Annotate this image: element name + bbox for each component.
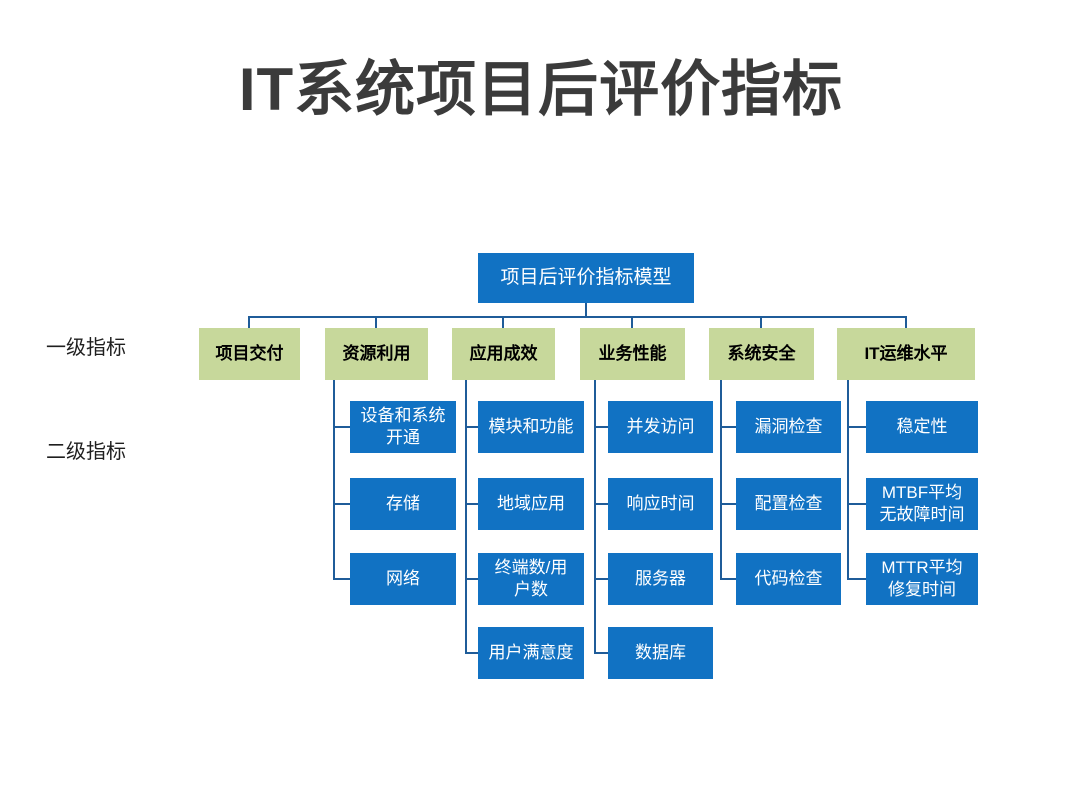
level2-box-configuration-check: 配置检查 — [736, 478, 841, 530]
connector-line — [333, 380, 335, 580]
connector-line — [465, 503, 478, 505]
connector-line — [720, 503, 736, 505]
level2-box-stability: 稳定性 — [866, 401, 978, 453]
root-node: 项目后评价指标模型 — [478, 253, 694, 303]
level2-box-terminals-users: 终端数/用 户数 — [478, 553, 584, 605]
connector-line — [720, 578, 736, 580]
connector-line — [333, 426, 350, 428]
connector-line — [248, 318, 250, 328]
level2-box-code-check: 代码检查 — [736, 553, 841, 605]
connector-line — [333, 578, 350, 580]
connector-line — [375, 318, 377, 328]
connector-line — [847, 578, 866, 580]
diagram-title: IT系统项目后评价指标 — [238, 56, 844, 123]
connector-line — [594, 380, 596, 654]
level2-box-mttr: MTTR平均 修复时间 — [866, 553, 978, 605]
level2-box-database: 数据库 — [608, 627, 713, 679]
level2-box-vulnerability-check: 漏洞检查 — [736, 401, 841, 453]
level1-box-business-performance: 业务性能 — [580, 328, 685, 380]
level2-box-user-satisfaction: 用户满意度 — [478, 627, 584, 679]
connector-line — [594, 652, 608, 654]
connector-line — [720, 380, 722, 580]
level1-box-application-effect: 应用成效 — [452, 328, 555, 380]
connector-line — [720, 426, 736, 428]
connector-line — [594, 503, 608, 505]
level1-box-project-delivery: 项目交付 — [199, 328, 300, 380]
level2-box-concurrent-access: 并发访问 — [608, 401, 713, 453]
connector-line — [465, 578, 478, 580]
connector-line — [847, 503, 866, 505]
connector-line — [248, 316, 907, 318]
connector-line — [631, 318, 633, 328]
row-label-level1: 一级指标 — [46, 337, 126, 359]
level2-box-network: 网络 — [350, 553, 456, 605]
connector-line — [465, 652, 478, 654]
level1-box-system-security: 系统安全 — [709, 328, 814, 380]
level2-box-server: 服务器 — [608, 553, 713, 605]
level2-box-mtbf: MTBF平均 无故障时间 — [866, 478, 978, 530]
level1-box-resource-utilization: 资源利用 — [325, 328, 428, 380]
level2-box-storage: 存储 — [350, 478, 456, 530]
connector-line — [760, 318, 762, 328]
connector-line — [502, 318, 504, 328]
level2-box-equipment-system-activation: 设备和系统 开通 — [350, 401, 456, 453]
level2-box-regional-application: 地域应用 — [478, 478, 584, 530]
level1-box-it-operations: IT运维水平 — [837, 328, 975, 380]
connector-line — [594, 578, 608, 580]
level2-box-modules-functions: 模块和功能 — [478, 401, 584, 453]
connector-line — [585, 303, 587, 316]
connector-line — [847, 380, 849, 580]
connector-line — [465, 426, 478, 428]
connector-line — [905, 318, 907, 328]
level2-box-response-time: 响应时间 — [608, 478, 713, 530]
connector-line — [465, 380, 467, 654]
connector-line — [594, 426, 608, 428]
row-label-level2: 二级指标 — [46, 441, 126, 463]
connector-line — [847, 426, 866, 428]
connector-line — [333, 503, 350, 505]
